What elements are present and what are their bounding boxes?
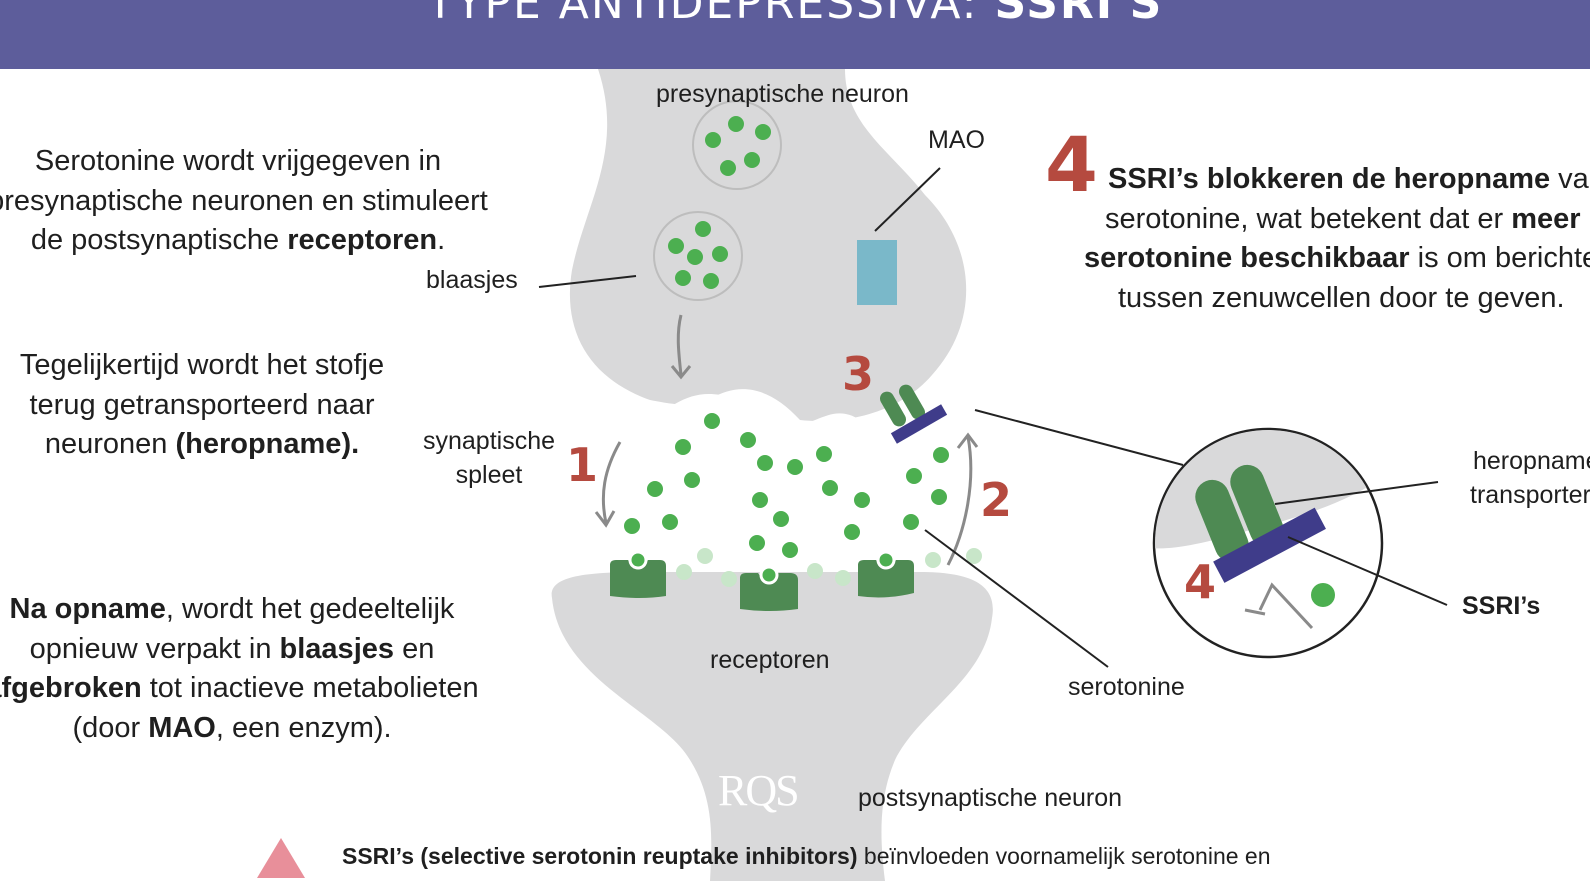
zoom-circle [1152, 427, 1384, 659]
p1-line3-bold: receptoren [287, 224, 438, 256]
label-presynaptic: presynaptische neuron [656, 80, 909, 108]
presynaptic-neuron-shape [569, 69, 967, 422]
mao-leader [874, 167, 941, 232]
transporter-with-ssri [880, 384, 948, 444]
mao-enzyme [857, 240, 897, 305]
p3-line1-suffix: , wordt het gedeeltelijk [165, 593, 455, 625]
right-line1: SSRI’s blokkeren de heropname van [1070, 160, 1590, 200]
vesicle-1 [692, 100, 782, 190]
right-line3-bold: serotonine beschikbaar [1084, 242, 1410, 274]
right-line3: serotonine beschikbaar is om berichten [1070, 239, 1590, 279]
postsynaptic-neuron-shape [551, 572, 993, 881]
paragraph-release: Serotonine wordt vrijgegeven in presynap… [0, 142, 488, 261]
right-line4: tussen zenuwcellen door te geven. [1118, 281, 1565, 314]
warning-icon [257, 838, 305, 878]
label-cleft-line2: spleet [455, 461, 523, 489]
footer-rest: beïnvloeden voornamelijk serotonine en [857, 843, 1271, 869]
vesicle-2 [653, 211, 743, 301]
title-prefix: TYPE ANTIDEPRESSIVA: [426, 0, 995, 29]
label-receptors: receptoren [710, 646, 830, 674]
release-arrow [670, 314, 692, 380]
label-vesicles: blaasjes [426, 266, 518, 294]
right-line3-suffix: is om berichten [1417, 242, 1590, 274]
serotonin-leader [924, 529, 1109, 668]
label-synaptic-cleft: synaptische spleet [418, 424, 560, 492]
p2-line1: Tegelijkertijd wordt het stofje [19, 349, 385, 381]
ssri-leader [1287, 536, 1448, 606]
label-serotonin: serotonine [1068, 673, 1185, 701]
p3-line3-suffix: tot inactieve metabolieten [141, 672, 479, 704]
p3-line2: opnieuw verpakt in blaasjes en [0, 630, 482, 670]
arrow-step-2 [946, 432, 979, 566]
label-transporter-line2: transporter [1470, 481, 1590, 509]
label-ssris: SSRI’s [1462, 592, 1541, 620]
right-line2-bold: meer [1511, 202, 1581, 235]
receptors [610, 550, 914, 611]
title-bold: SSRI'S [994, 0, 1164, 29]
label-reuptake-transporter: heropname- transporter [1470, 444, 1590, 512]
p3-line3: afgebroken tot inactieve metabolieten [0, 669, 482, 709]
label-cleft-line1: synaptische [422, 427, 556, 455]
title-band: TYPE ANTIDEPRESSIVA: SSRI'S [0, 0, 1590, 69]
p2-line3-prefix: neuronen [44, 428, 176, 460]
p3-line2-prefix: opnieuw verpakt in [29, 632, 280, 665]
p3-line3-bold: afgebroken [0, 672, 142, 704]
p2-line3-bold: (heropname). [175, 428, 360, 460]
vesicle-serotonin-dots [668, 116, 771, 289]
label-mao: MAO [928, 126, 985, 154]
cleft-serotonin-dots [624, 413, 949, 558]
footer-bold: SSRI’s (selective serotonin reuptake inh… [342, 843, 858, 869]
right-line1-suffix: van [1558, 163, 1590, 195]
paragraph-repackaging: Na opname, wordt het gedeeltelijk opnieu… [0, 590, 482, 748]
p3-line2-bold: blaasjes [279, 632, 395, 665]
paragraph-ssri-effect: SSRI’s blokkeren de heropname van seroto… [1070, 160, 1590, 318]
p3-line1-bold: Na opname [9, 593, 166, 625]
p3-line1: Na opname, wordt het gedeeltelijk [0, 590, 482, 630]
transporter-leader [1274, 481, 1439, 505]
vesicle-leader [538, 275, 637, 288]
zoom-line [974, 409, 1184, 466]
p3-line4-prefix: (door [72, 711, 149, 744]
page-title: TYPE ANTIDEPRESSIVA: SSRI'S [0, 0, 1590, 29]
right-line2: serotonine, wat betekent dat er meer [1070, 200, 1590, 240]
label-transporter-line1: heropname- [1473, 447, 1590, 475]
faded-serotonin-dots [676, 548, 982, 587]
p2-line3: neuronen (heropname). [2, 425, 402, 465]
rqs-logo: RQS [718, 765, 800, 816]
right-line2-prefix: serotonine, wat betekent dat er [1105, 202, 1512, 235]
p3-line4-bold: MAO [148, 711, 216, 744]
paragraph-reuptake: Tegelijkertijd wordt het stofje terug ge… [2, 346, 402, 465]
step-2-number: 2 [980, 473, 1013, 527]
step-1-number: 1 [566, 438, 599, 492]
p3-line2-suffix: en [394, 632, 435, 665]
step-4-number: 4 [1045, 120, 1098, 209]
step-3-number: 3 [842, 347, 875, 401]
p1-line3-suffix: . [437, 224, 446, 256]
rqs-logo-text: RQS [718, 766, 800, 815]
arrow-step-1 [594, 441, 622, 528]
p1-line3: de postsynaptische receptoren. [0, 221, 488, 261]
label-postsynaptic: postsynaptische neuron [858, 784, 1123, 812]
p3-line4-suffix: , een enzym). [215, 711, 392, 744]
p3-line4: (door MAO, een enzym). [0, 709, 482, 749]
p1-line3-prefix: de postsynaptische [30, 224, 288, 256]
p1-line2: presynaptische neuronen en stimuleert [0, 184, 488, 217]
right-line1-bold: SSRI’s blokkeren de heropname [1108, 163, 1551, 195]
p1-line1: Serotonine wordt vrijgegeven in [34, 145, 442, 177]
p2-line2: terug getransporteerd naar [29, 388, 375, 421]
synaptic-cleft-region [616, 394, 976, 570]
step-4-zoom-number: 4 [1184, 555, 1217, 609]
footer-note: SSRI’s (selective serotonin reuptake inh… [342, 843, 1271, 870]
